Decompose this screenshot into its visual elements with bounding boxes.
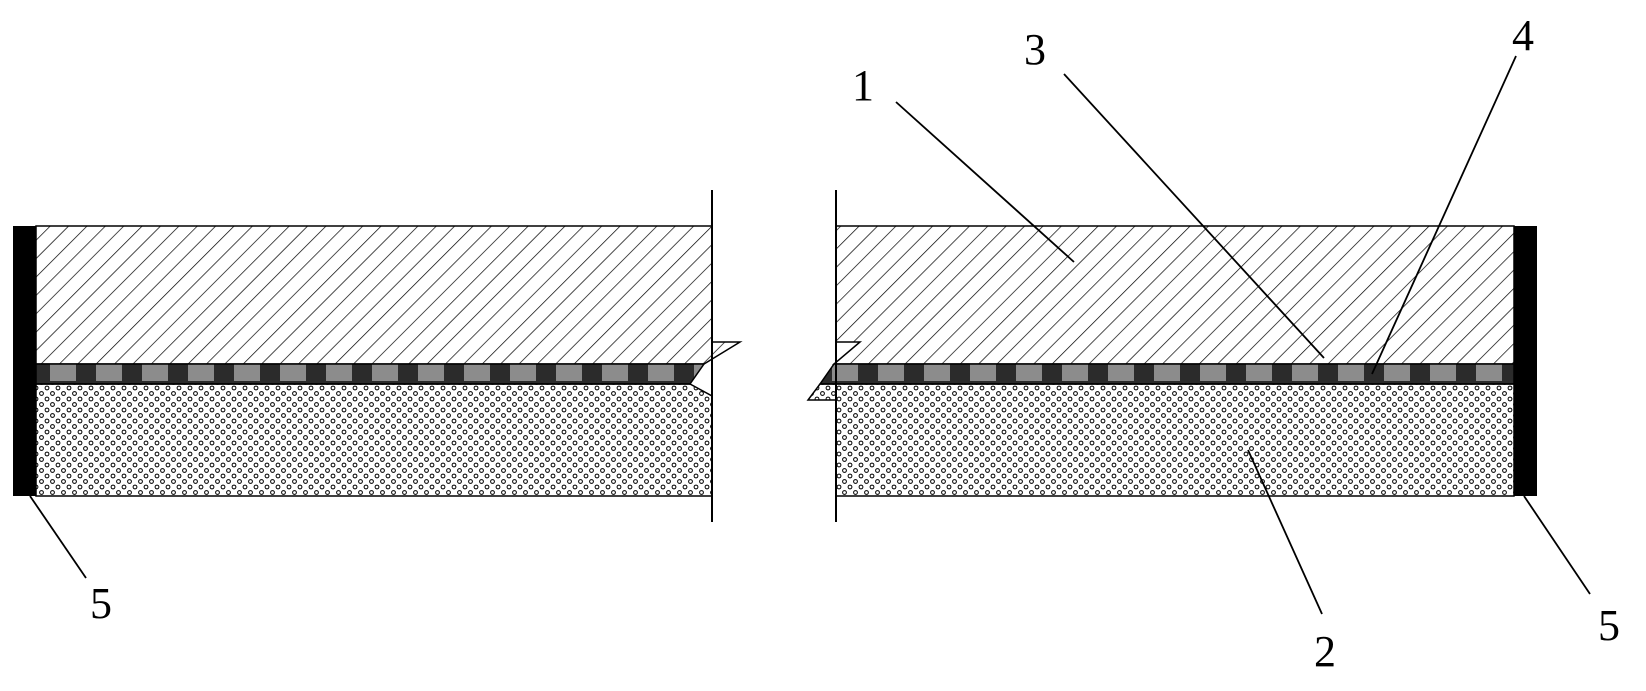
label-5-right: 5: [1598, 601, 1620, 650]
leader-line-5-left: [29, 495, 87, 579]
right-end-cap: [1514, 226, 1537, 496]
leader-lines: [29, 55, 1591, 615]
leader-line-2: [1247, 449, 1323, 615]
left-bottom-layer: [35, 383, 713, 497]
label-2: 2: [1314, 627, 1336, 676]
left-segment: [13, 190, 743, 522]
right-middle-layer: [818, 363, 1515, 385]
label-5-left: 5: [90, 579, 112, 628]
leader-line-4: [1371, 55, 1517, 375]
label-1: 1: [852, 61, 874, 110]
right-bottom-layer: [806, 383, 1515, 497]
leader-line-1: [895, 101, 1075, 263]
right-top-layer: [831, 225, 1515, 365]
right-segment: [806, 190, 1537, 522]
left-middle-layer: [35, 363, 706, 385]
leader-line-3: [1063, 73, 1325, 359]
left-end-cap: [13, 226, 36, 496]
leader-line-5-right: [1523, 495, 1591, 595]
label-3: 3: [1024, 25, 1046, 74]
left-top-layer: [35, 225, 743, 365]
label-4: 4: [1512, 11, 1534, 60]
